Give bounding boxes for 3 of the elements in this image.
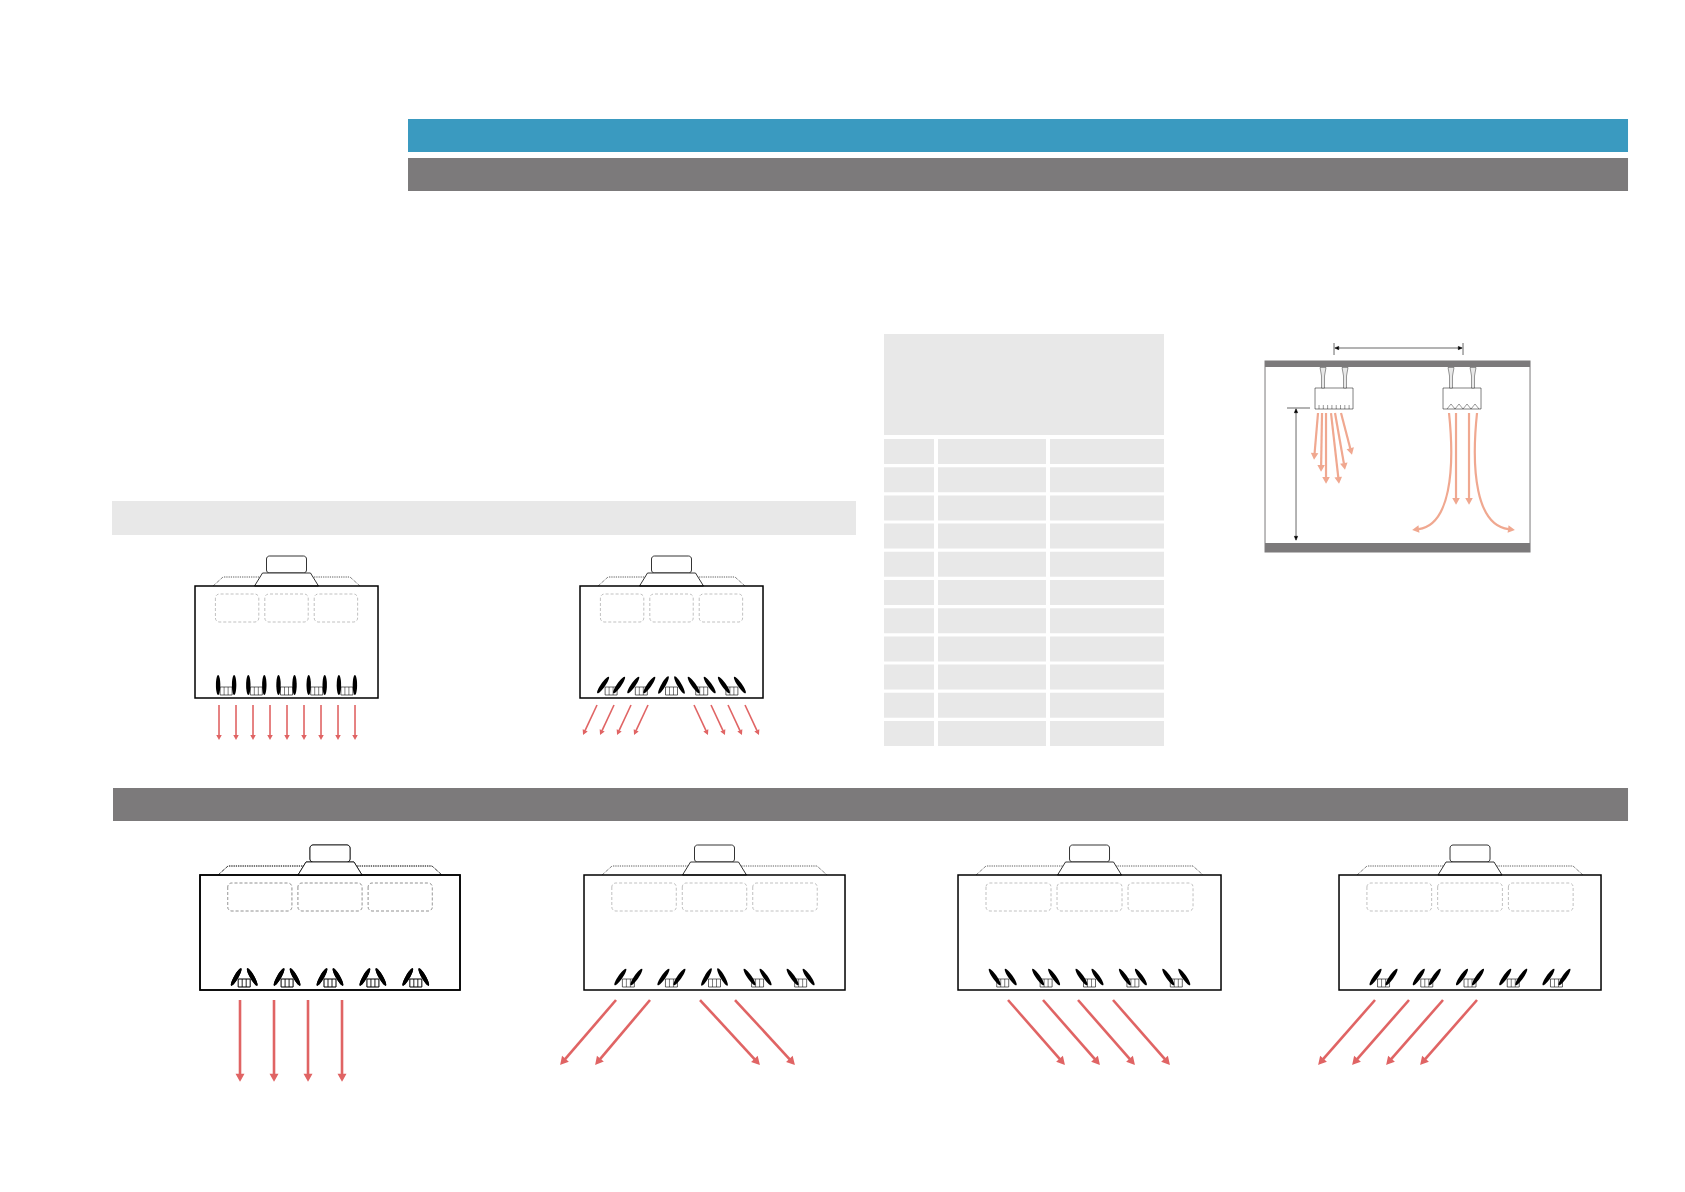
header-bar [408,119,1628,152]
header-bar [408,158,1628,191]
section-bar [113,788,1628,821]
